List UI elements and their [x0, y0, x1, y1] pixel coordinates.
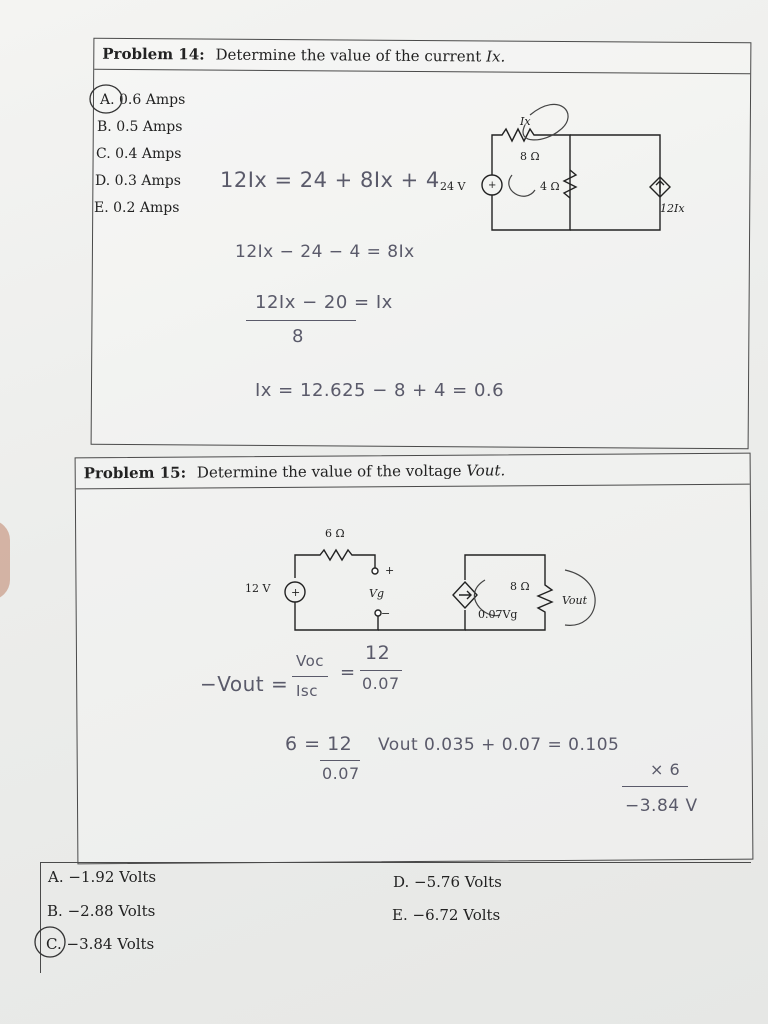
p15-work-voc: Voc [296, 652, 325, 670]
p14-work-line-4: Ix = 12.625 − 8 + 4 = 0.6 [255, 380, 505, 401]
p15-circuit: + [284, 548, 596, 631]
p14-work-line-2: 12Ix − 24 − 4 = 8Ix [235, 242, 415, 262]
problem-15-title: Problem 15: [83, 463, 187, 483]
problem-14-header: Problem 14: Determine the value of the c… [94, 38, 751, 75]
p14-work-denominator: 8 [292, 326, 304, 347]
p15-vout-label: Vout [562, 594, 588, 607]
problem-15-variable: Vout. [466, 461, 506, 480]
p15-work-times6: × 6 [650, 760, 681, 779]
p15-work-007: 0.07 [362, 674, 400, 693]
p15-r1-label: 6 Ω [325, 527, 345, 540]
p14-dep-label: 12Ix [660, 202, 685, 215]
p15-option-c: C. −3.84 Volts [46, 935, 155, 953]
problem-15-question: Determine the value of the voltage [196, 461, 462, 482]
p15-r2-label: 8 Ω [510, 580, 530, 593]
p15-option-b: B. −2.88 Volts [47, 902, 156, 920]
p15-fraction-bar-2 [360, 670, 402, 671]
p15-work-isc: Isc [296, 682, 318, 700]
p15-work-007b: 0.07 [322, 764, 360, 783]
p14-option-a: A. 0.6 Amps [100, 92, 186, 108]
thumb [0, 520, 10, 600]
svg-text:+: + [291, 586, 300, 599]
problem-14-variable: Ix. [486, 47, 506, 66]
p15-answer-circle [34, 926, 66, 958]
p14-option-c: C. 0.4 Amps [96, 146, 182, 162]
problem-15-header: Problem 15: Determine the value of the v… [75, 453, 750, 490]
p14-r2-label: 4 Ω [540, 180, 560, 193]
p15-source-label: 12 V [245, 582, 271, 595]
p14-fraction-bar [246, 320, 356, 321]
p15-fraction-bar-1 [292, 676, 328, 677]
p15-option-a: A. −1.92 Volts [48, 868, 157, 886]
svg-text:+: + [488, 180, 496, 191]
p14-option-b: B. 0.5 Amps [97, 119, 183, 135]
p15-option-e: E. −6.72 Volts [392, 906, 501, 924]
problem-14-question: Determine the value of the current [215, 45, 482, 66]
p15-fraction-bar-3 [320, 760, 360, 761]
p15-work-6eq12: 6 = 12 [285, 733, 353, 755]
p14-option-e: E. 0.2 Amps [94, 200, 180, 216]
p15-plus-label: + [385, 564, 395, 577]
p15-work-result: −3.84 V [625, 796, 698, 816]
p14-option-d: D. 0.3 Amps [95, 173, 181, 189]
p15-option-d: D. −5.76 Volts [393, 873, 502, 891]
p15-fraction-bar-4 [622, 786, 688, 787]
p14-ix-label: Ix [520, 115, 531, 128]
p14-source-label: 24 V [440, 180, 466, 193]
p15-work-sum: Vout 0.035 + 0.07 = 0.105 [378, 735, 620, 755]
p15-answers-box [40, 862, 751, 973]
p15-minus-label: − [381, 607, 391, 620]
p14-work-line-1: 12Ix = 24 + 8Ix + 4 [220, 168, 440, 192]
problem-14-title: Problem 14: [102, 44, 205, 64]
p15-vg-label: Vg [369, 587, 384, 600]
p14-circuit: + [481, 103, 671, 231]
p15-work-vout: −Vout = [200, 672, 289, 696]
p15-dep-label: 0.07Vg [478, 608, 518, 621]
p14-answer-circle [89, 84, 123, 114]
p14-work-line-3: 12Ix − 20 = Ix [255, 292, 393, 313]
p15-work-equals: = [340, 662, 356, 683]
p14-r1-label: 8 Ω [520, 150, 540, 163]
p15-work-12: 12 [365, 642, 391, 664]
